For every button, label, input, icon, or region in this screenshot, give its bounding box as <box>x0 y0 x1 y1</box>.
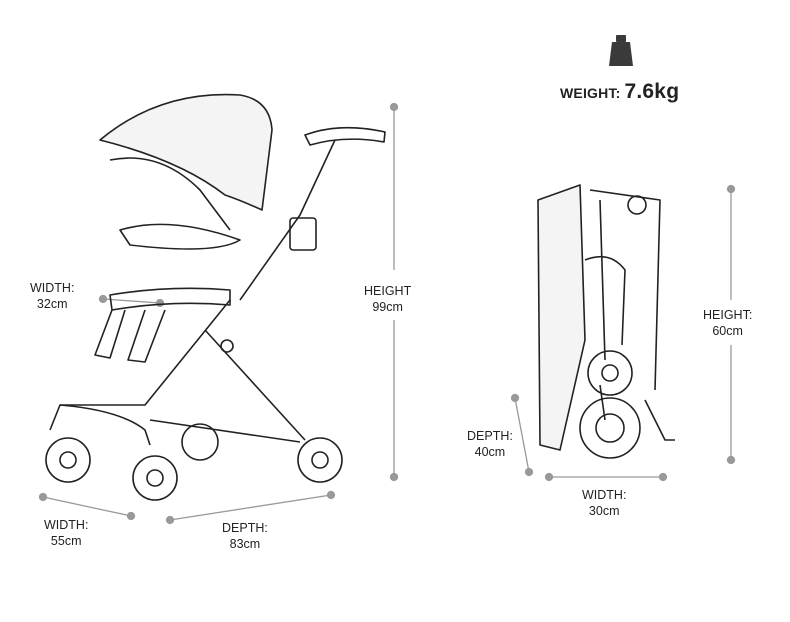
weight-spec: WEIGHT:7.6kg <box>560 80 679 104</box>
folded-height-spec: HEIGHT: 60cm <box>703 307 752 339</box>
dimension-lines <box>38 102 736 525</box>
seat-width-label: WIDTH: <box>30 281 75 295</box>
folded-width-value: 30cm <box>588 504 620 518</box>
weight-value: 7.6kg <box>624 80 680 103</box>
unfolded-height-spec: HEIGHT 99cm <box>364 283 411 315</box>
stroller-unfolded-illustration <box>45 93 386 501</box>
unfolded-width-spec: WIDTH: 55cm <box>44 517 88 549</box>
unfolded-height-label: HEIGHT <box>364 284 412 298</box>
unfolded-height-value: 99cm <box>372 300 403 314</box>
folded-height-value: 60cm <box>712 324 743 338</box>
folded-depth-label: DEPTH: <box>467 429 513 443</box>
unfolded-depth-spec: DEPTH: 83cm <box>222 520 268 552</box>
weight-label: WEIGHT: <box>560 85 621 101</box>
weight-icon <box>609 35 633 66</box>
folded-height-label: HEIGHT: <box>703 308 753 322</box>
unfolded-width-value: 55cm <box>50 534 82 548</box>
folded-width-spec: WIDTH: 30cm <box>582 487 626 519</box>
folded-width-label: WIDTH: <box>582 488 627 502</box>
unfolded-depth-label: DEPTH: <box>222 521 268 535</box>
unfolded-depth-value: 83cm <box>229 537 261 551</box>
seat-width-spec: WIDTH: 32cm <box>30 280 74 312</box>
folded-depth-spec: DEPTH: 40cm <box>467 428 513 460</box>
seat-width-value: 32cm <box>36 297 68 311</box>
stroller-folded-illustration <box>537 184 675 459</box>
unfolded-width-label: WIDTH: <box>44 518 89 532</box>
folded-depth-value: 40cm <box>474 445 506 459</box>
